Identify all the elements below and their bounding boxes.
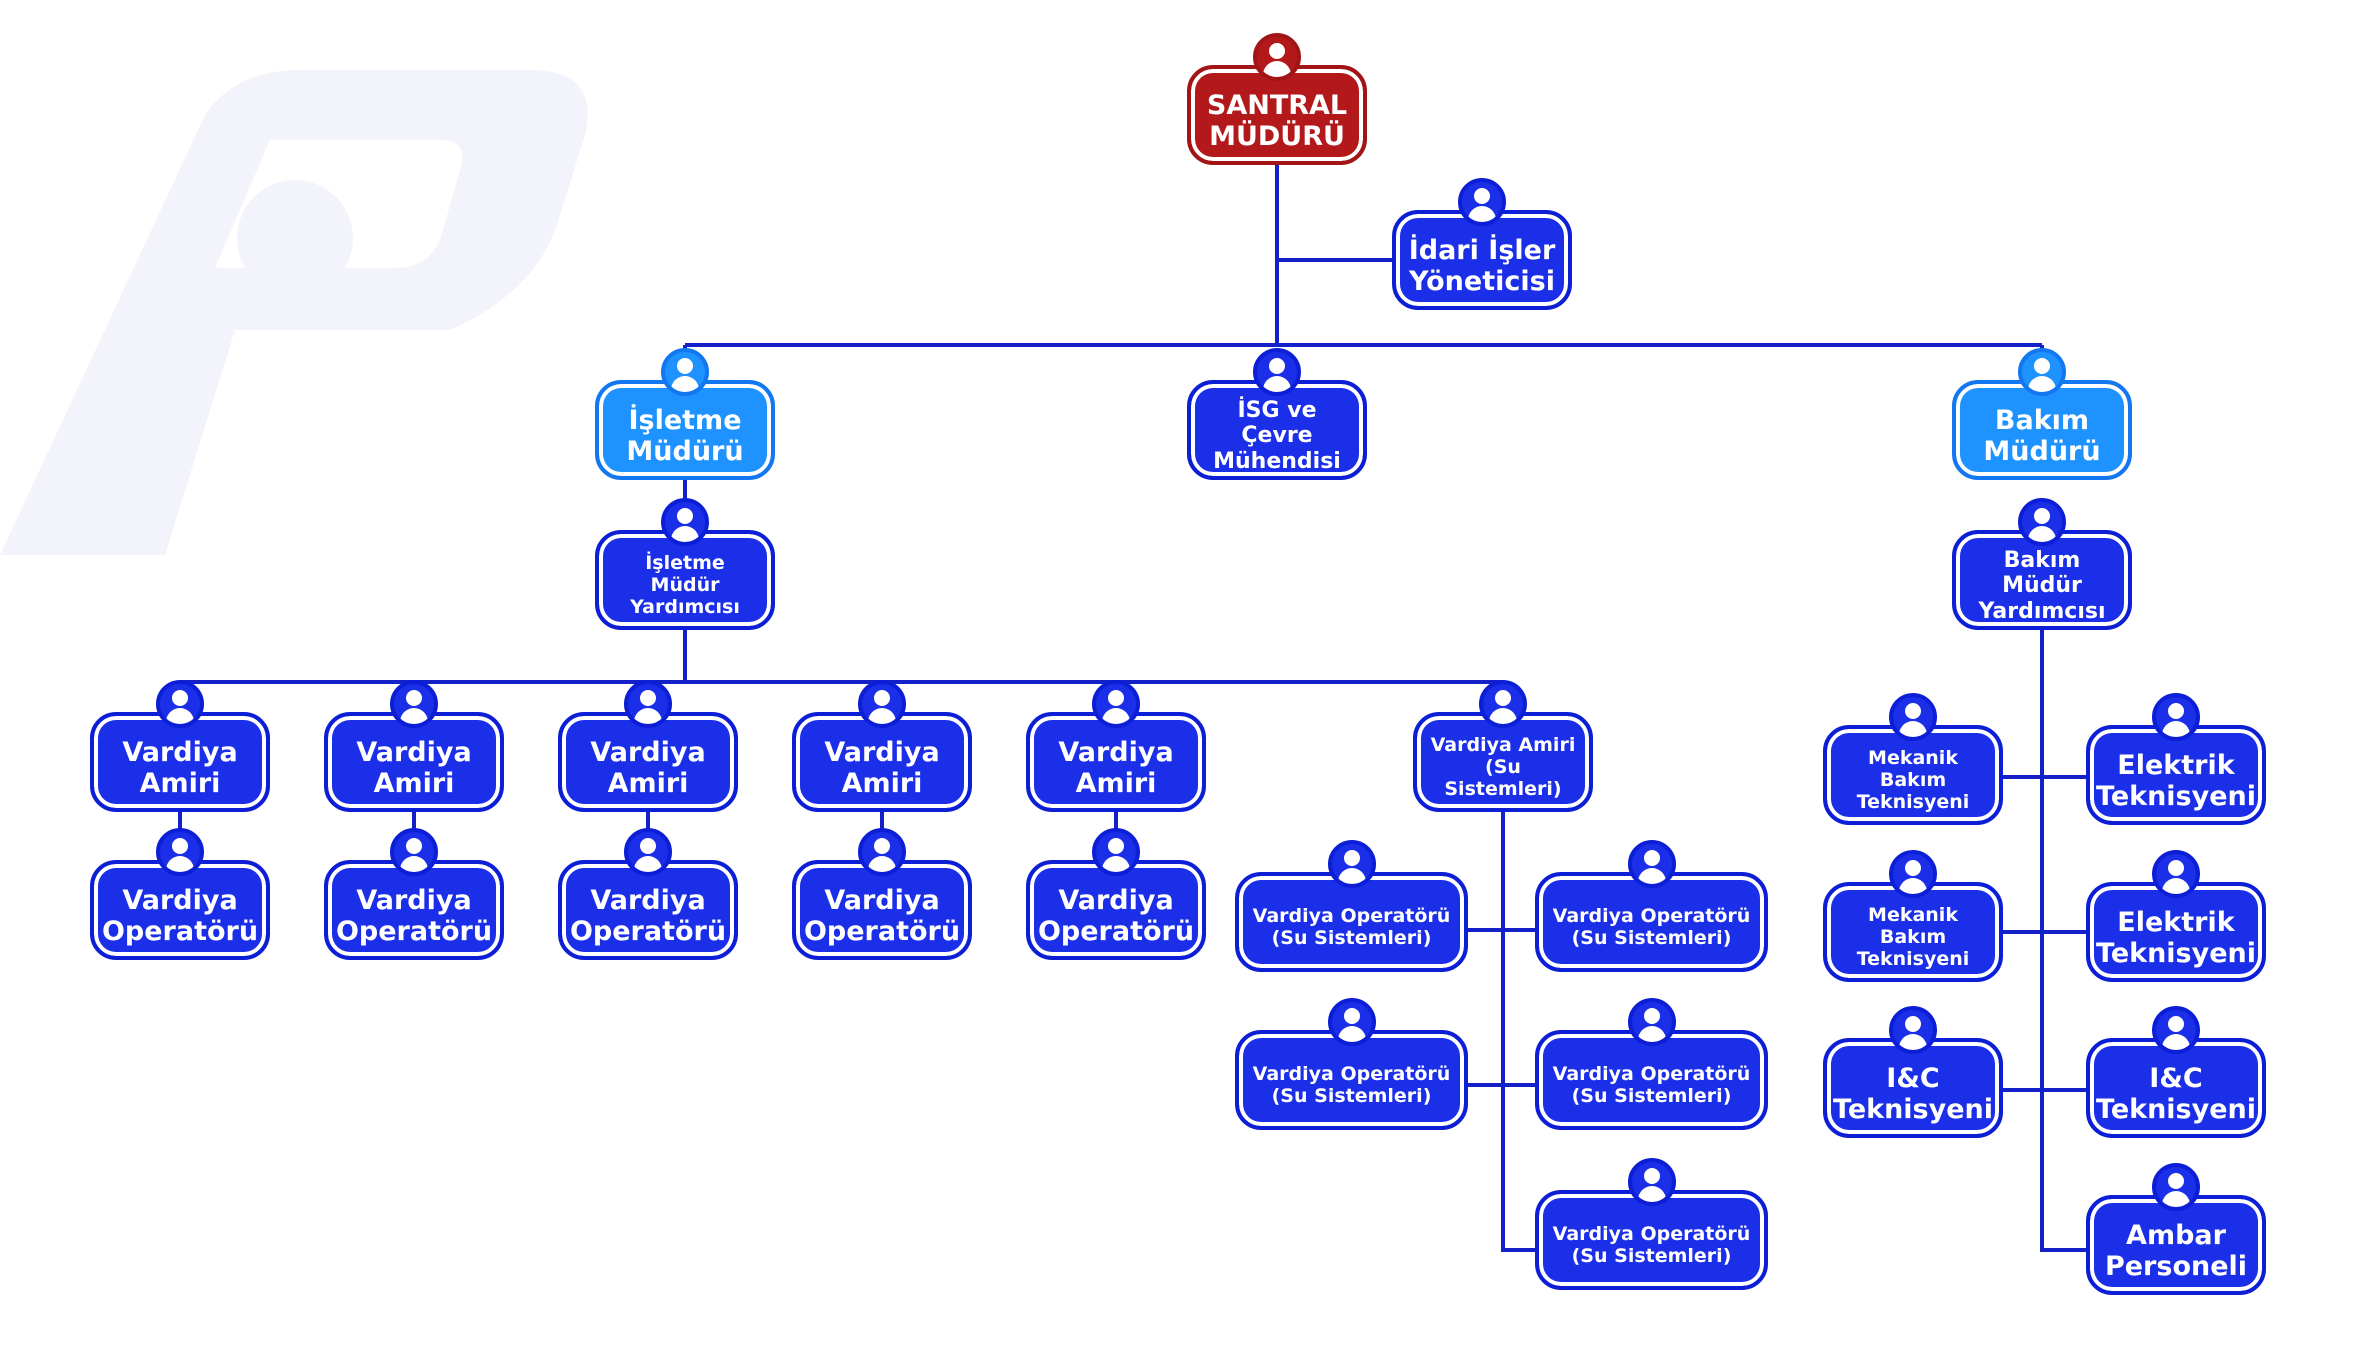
node-ic-teknisyeni: I&C Teknisyeni bbox=[2086, 1038, 2266, 1138]
node-bakim-mudur-yardimcisi: Bakım Müdür Yardımcısı bbox=[1952, 530, 2132, 630]
node-vardiya-amiri: Vardiya Amiri bbox=[324, 712, 504, 812]
node-elektrik: Elektrik Teknisyeni bbox=[2086, 882, 2266, 982]
person-icon bbox=[2152, 850, 2200, 898]
person-icon bbox=[624, 828, 672, 876]
person-icon bbox=[1889, 1006, 1937, 1054]
person-icon bbox=[390, 680, 438, 728]
node-vardiya-amiri: Vardiya Amiri bbox=[90, 712, 270, 812]
node-vardiya-operatoru: Vardiya Operatörü bbox=[90, 860, 270, 960]
person-icon bbox=[390, 828, 438, 876]
person-icon bbox=[1458, 178, 1506, 226]
person-icon bbox=[1092, 828, 1140, 876]
person-icon bbox=[1328, 840, 1376, 888]
person-icon bbox=[1628, 1158, 1676, 1206]
node-vardiya-operatoru: Vardiya Operatörü bbox=[792, 860, 972, 960]
person-icon bbox=[858, 680, 906, 728]
logo-watermark bbox=[0, 70, 588, 555]
node-isletme-muduru: İşletme Müdürü bbox=[595, 380, 775, 480]
node-vardiya-amiri: Vardiya Amiri bbox=[558, 712, 738, 812]
person-icon bbox=[858, 828, 906, 876]
node-vardiya-amiri-su: Vardiya Amiri (Su Sistemleri) bbox=[1413, 712, 1593, 812]
person-icon bbox=[1092, 680, 1140, 728]
person-icon bbox=[2018, 498, 2066, 546]
node-bakim-muduru: Bakım Müdürü bbox=[1952, 380, 2132, 480]
person-icon bbox=[1253, 33, 1301, 81]
person-icon bbox=[1628, 998, 1676, 1046]
person-icon bbox=[2152, 1006, 2200, 1054]
node-santral-muduru: SANTRAL MÜDÜRÜ bbox=[1187, 65, 1367, 165]
node-idari-isler: İdari İşler Yöneticisi bbox=[1392, 210, 1572, 310]
person-icon bbox=[1328, 998, 1376, 1046]
node-isg-cevre: İSG ve Çevre Mühendisi bbox=[1187, 380, 1367, 480]
node-mekanik-bakim: Mekanik Bakım Teknisyeni bbox=[1823, 882, 2003, 982]
person-icon bbox=[2152, 693, 2200, 741]
person-icon bbox=[1889, 693, 1937, 741]
node-ambar-personeli: Ambar Personeli bbox=[2086, 1195, 2266, 1295]
person-icon bbox=[1253, 348, 1301, 396]
person-icon bbox=[1479, 680, 1527, 728]
person-icon bbox=[661, 498, 709, 546]
person-icon bbox=[661, 348, 709, 396]
node-vardiya-operatoru-su: Vardiya Operatörü (Su Sistemleri) bbox=[1235, 1030, 1468, 1130]
person-icon bbox=[624, 680, 672, 728]
node-ic-teknisyeni: I&C Teknisyeni bbox=[1823, 1038, 2003, 1138]
person-icon bbox=[156, 680, 204, 728]
person-icon bbox=[1628, 840, 1676, 888]
node-vardiya-amiri: Vardiya Amiri bbox=[1026, 712, 1206, 812]
person-icon bbox=[2152, 1163, 2200, 1211]
person-icon bbox=[2018, 348, 2066, 396]
node-vardiya-operatoru: Vardiya Operatörü bbox=[324, 860, 504, 960]
person-icon bbox=[1889, 850, 1937, 898]
node-vardiya-operatoru: Vardiya Operatörü bbox=[1026, 860, 1206, 960]
node-isletme-mudur-yardimcisi: İşletme Müdür Yardımcısı bbox=[595, 530, 775, 630]
person-icon bbox=[156, 828, 204, 876]
node-vardiya-operatoru: Vardiya Operatörü bbox=[558, 860, 738, 960]
node-elektrik: Elektrik Teknisyeni bbox=[2086, 725, 2266, 825]
